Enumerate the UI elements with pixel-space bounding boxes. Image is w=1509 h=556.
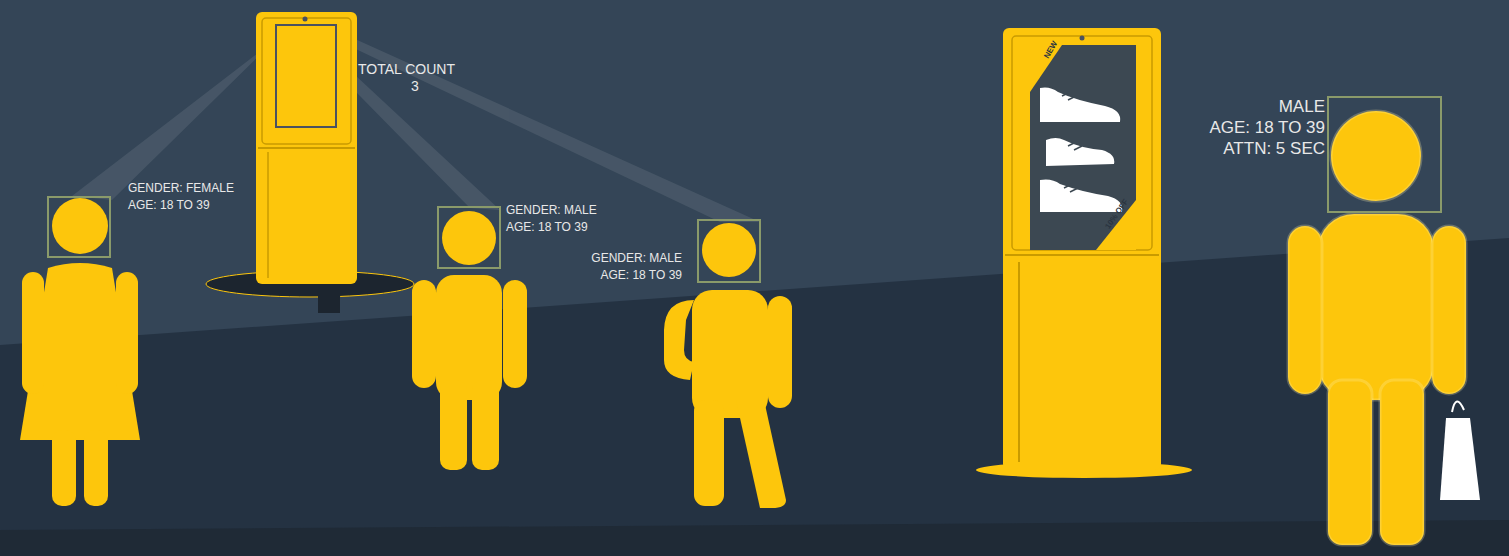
face-box [1328, 97, 1441, 212]
face-box [698, 220, 760, 282]
detection-label: GENDER: MALE [591, 252, 682, 265]
detection-label: MALE [1279, 98, 1325, 117]
floor [0, 238, 1509, 556]
detection-label: AGE: 18 TO 39 [506, 221, 588, 234]
face-box [438, 207, 500, 268]
shoe-icons [1040, 88, 1122, 213]
detection-label: AGE: 18 TO 39 [600, 269, 682, 282]
woman-figure [20, 198, 140, 506]
floor-edge [0, 520, 1509, 556]
detection-label: ATTN: 5 SEC [1223, 140, 1325, 159]
camera-beams [72, 30, 760, 222]
detection-label: AGE: 18 TO 39 [1209, 119, 1325, 138]
man-figure [664, 223, 792, 508]
detection-label: 3 [411, 79, 419, 94]
face-box [48, 197, 110, 257]
man-figure [412, 211, 527, 470]
shopping-bag [1440, 401, 1480, 500]
detection-label: GENDER: MALE [506, 204, 597, 217]
detection-label: GENDER: FEMALE [128, 182, 234, 195]
kiosk [976, 28, 1192, 478]
kiosk [206, 12, 414, 313]
detection-label: AGE: 18 TO 39 [128, 199, 210, 212]
man-figure [1288, 111, 1466, 545]
detection-label: TOTAL COUNT [358, 62, 455, 77]
